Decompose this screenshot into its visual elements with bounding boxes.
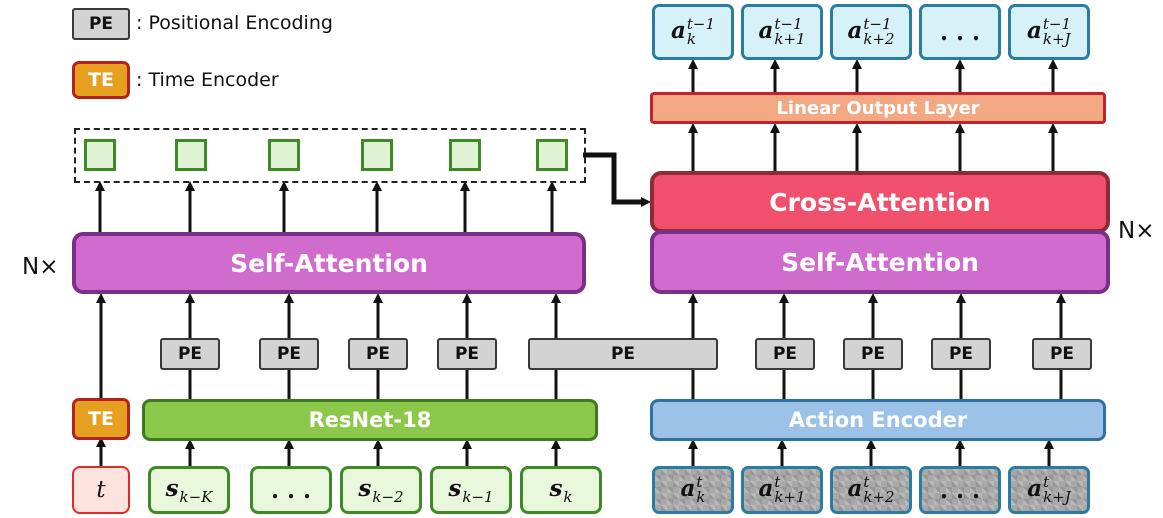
memory-token-group: [74, 128, 586, 183]
decoder-pe-1: PE: [755, 338, 815, 370]
time-input-label: t: [96, 477, 106, 503]
legend-te-abbrev: TE: [88, 69, 114, 91]
resnet-backbone-label: ResNet-18: [308, 408, 432, 432]
resnet-backbone: ResNet-18: [142, 399, 598, 441]
encoder-pe-label: PE: [454, 344, 480, 364]
state-input-label: s k−K: [165, 475, 213, 506]
encoder-pe-label: PE: [177, 344, 203, 364]
legend-pe-abbrev: PE: [88, 14, 114, 34]
legend-te-text: : Time Encoder: [136, 69, 279, 91]
state-input: . . .: [250, 466, 332, 514]
legend-te-box: TE: [72, 61, 130, 99]
action-output: . . .: [919, 4, 1001, 60]
encoder-pe-2: PE: [259, 338, 319, 370]
action-encoder-label: Action Encoder: [788, 408, 968, 432]
time-encoder: TE: [72, 398, 130, 440]
noisy-action-label: . . .: [939, 476, 981, 504]
decoder-pe-label: PE: [1049, 344, 1075, 364]
memory-token: [268, 139, 300, 171]
decoder-self-attention-label: Self-Attention: [781, 247, 979, 277]
time-encoder-label: TE: [88, 408, 114, 430]
state-input: s k−2: [340, 466, 422, 514]
state-input-label: s k−2: [358, 475, 404, 506]
decoder-self-attention: Self-Attention: [650, 230, 1110, 294]
memory-token: [175, 139, 207, 171]
decoder-repeat-label: N×: [1118, 218, 1155, 244]
linear-output-layer-label: Linear Output Layer: [776, 97, 980, 119]
decoder-pe-4: PE: [1032, 338, 1092, 370]
decoder-pe-3: PE: [931, 338, 991, 370]
action-output-label: . . .: [939, 18, 981, 46]
encoder-pe-label: PE: [276, 344, 302, 364]
action-encoder: Action Encoder: [650, 399, 1106, 441]
legend-pe-text: : Positional Encoding: [136, 12, 333, 34]
encoder-pe-1: PE: [160, 338, 220, 370]
state-input: s k: [520, 466, 602, 514]
encoder-pe-3: PE: [348, 338, 408, 370]
noisy-action-input: . . .: [919, 466, 1001, 514]
state-input: s k−1: [430, 466, 512, 514]
memory-token: [361, 139, 393, 171]
shared-pe: PE: [528, 338, 718, 370]
memory-to-cross-attention-arrow: [583, 152, 651, 207]
encoder-pe-4: PE: [437, 338, 497, 370]
linear-output-layer: Linear Output Layer: [650, 92, 1106, 124]
encoder-pe-label: PE: [365, 344, 391, 364]
cross-attention: Cross-Attention: [650, 171, 1110, 233]
time-input: t: [72, 466, 130, 514]
encoder-self-attention: Self-Attention: [72, 232, 586, 294]
encoder-self-attention-label: Self-Attention: [230, 248, 428, 278]
state-input-label: s k−1: [448, 475, 494, 506]
state-input: s k−K: [148, 466, 230, 514]
memory-token: [84, 139, 116, 171]
decoder-pe-2: PE: [843, 338, 903, 370]
decoder-pe-label: PE: [772, 344, 798, 364]
legend-pe-box: PE: [72, 8, 130, 40]
encoder-repeat-label: N×: [22, 254, 59, 280]
state-input-label: . . .: [270, 476, 312, 504]
memory-token: [449, 139, 481, 171]
decoder-pe-label: PE: [860, 344, 886, 364]
cross-attention-label: Cross-Attention: [769, 187, 991, 217]
state-input-label: s k: [549, 475, 573, 506]
shared-pe-label: PE: [610, 344, 636, 364]
memory-token: [536, 139, 568, 171]
decoder-pe-label: PE: [948, 344, 974, 364]
